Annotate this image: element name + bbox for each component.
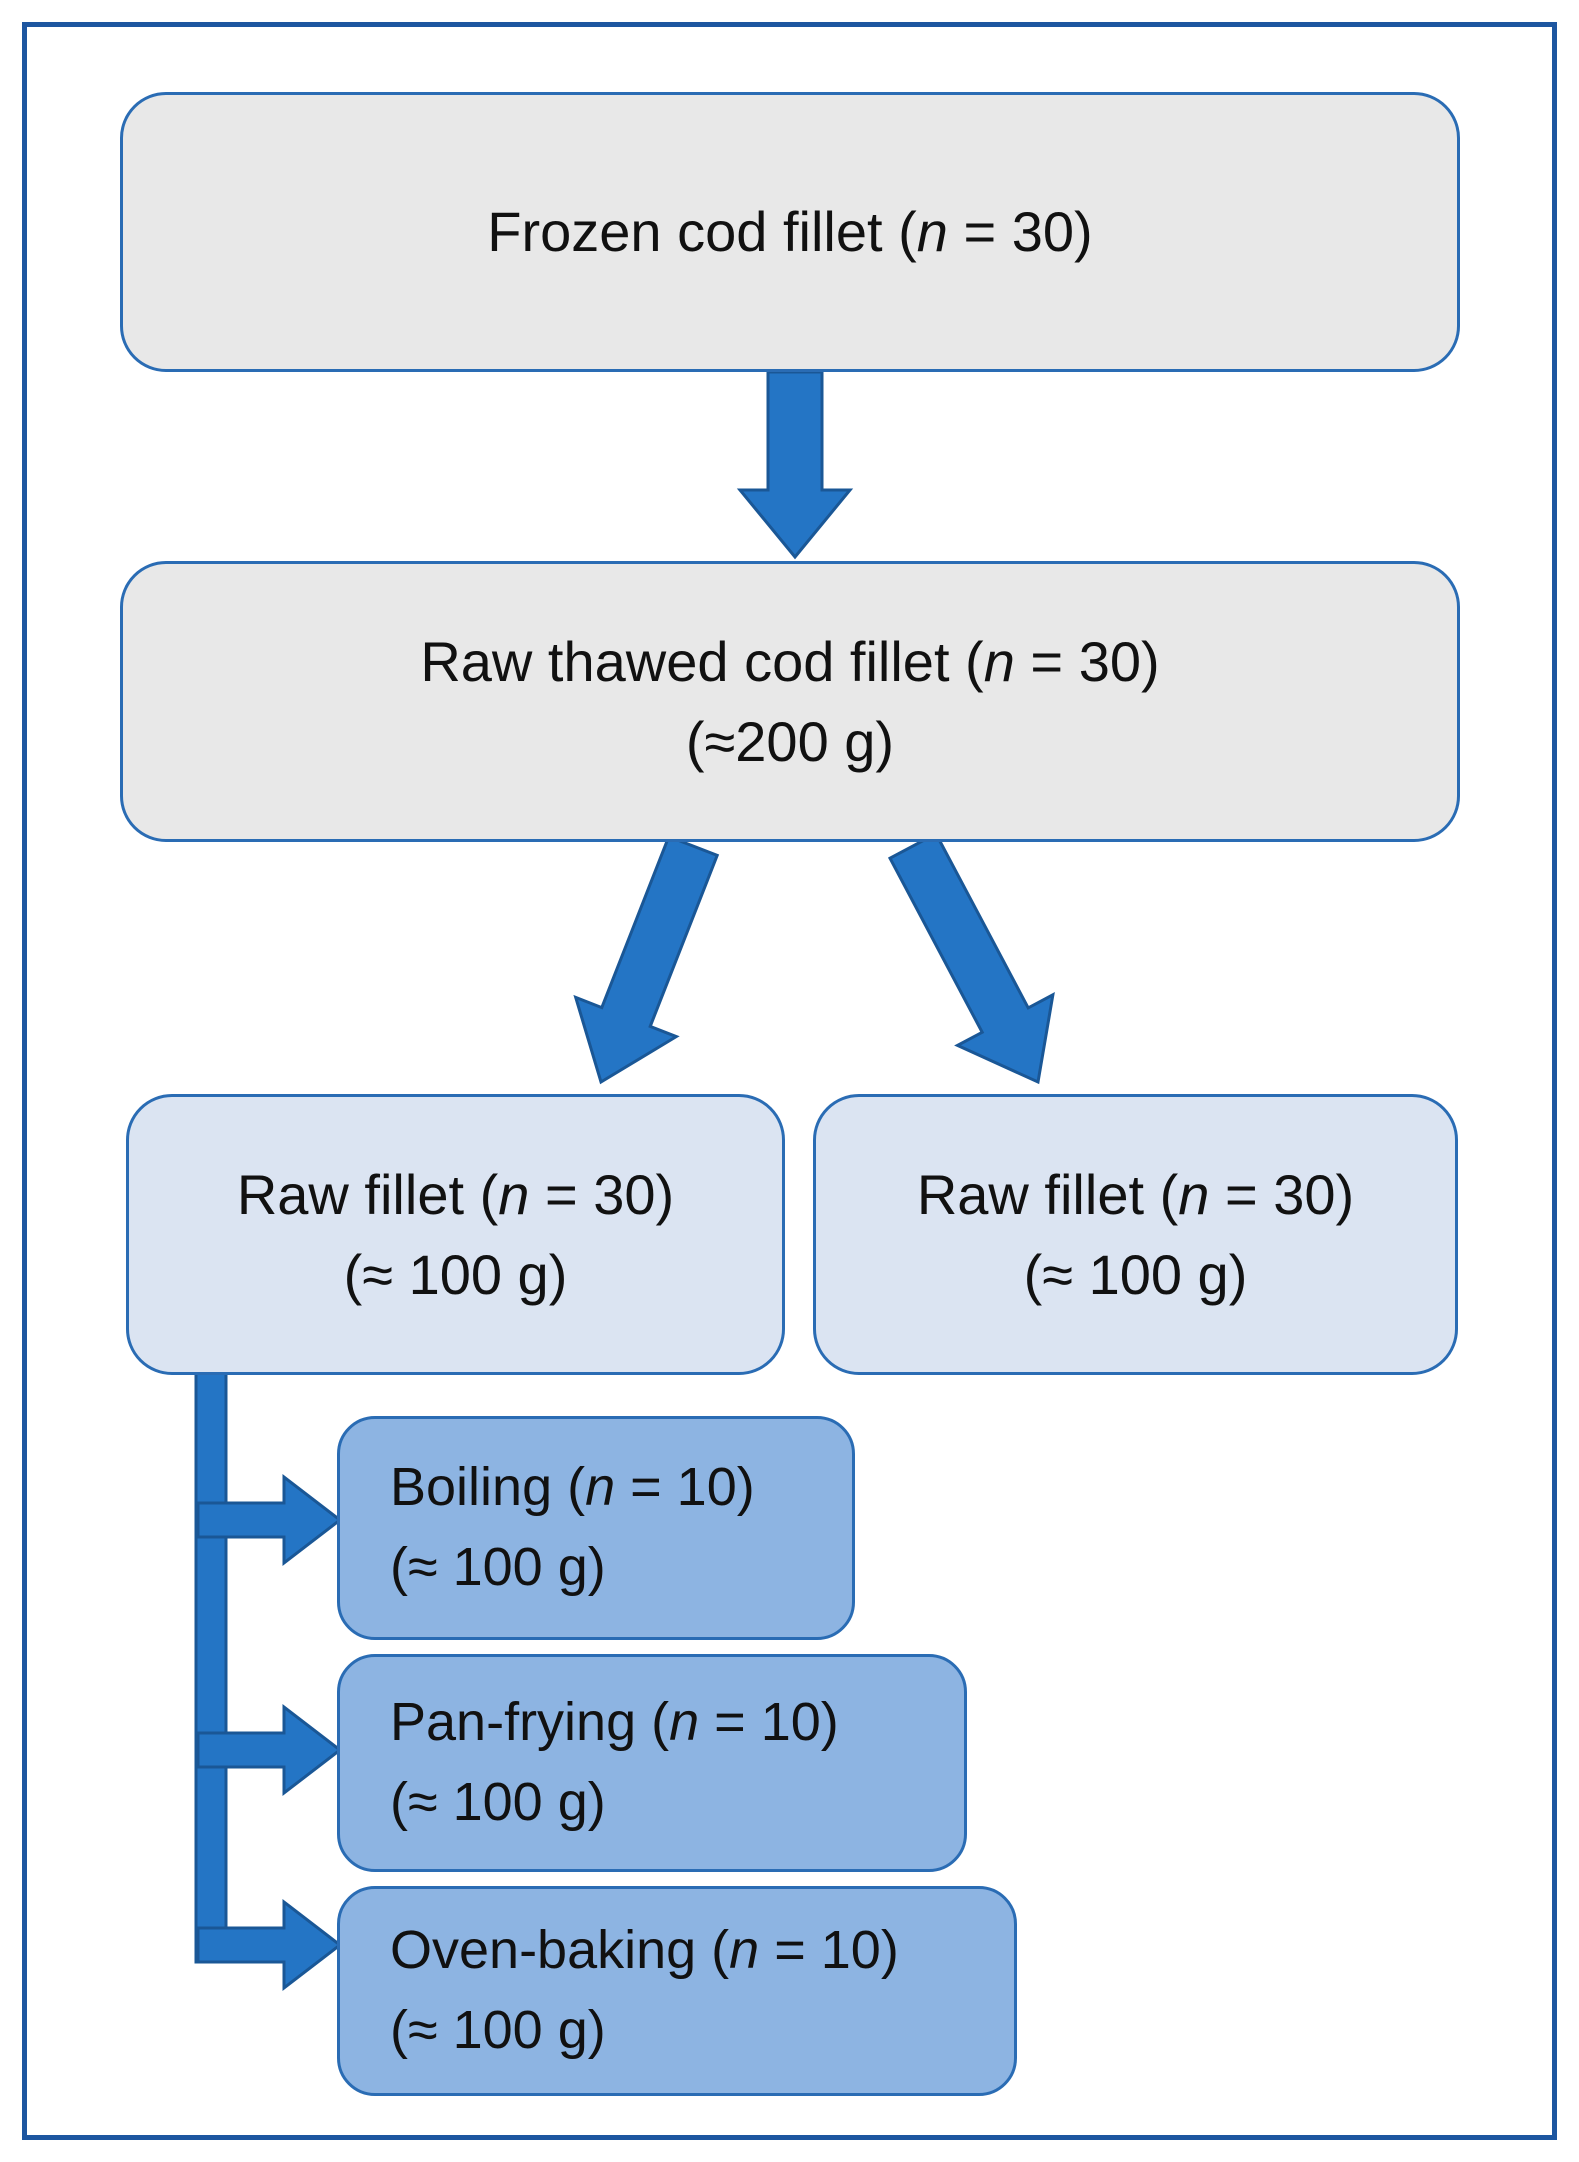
connector-vertical-bar: [194, 1358, 228, 1964]
arrow-down-icon: [736, 370, 854, 560]
node-text-line: Pan-frying (n = 10): [390, 1692, 839, 1753]
arrow-branch-pan-frying-icon: [196, 1703, 343, 1797]
node-text-line: (≈ 100 g): [390, 2000, 606, 2060]
node-text-line: Oven-baking (n = 10): [390, 1920, 899, 1981]
node-text-line: (≈ 100 g): [343, 1242, 568, 1306]
arrow-branch-boiling-icon: [196, 1473, 343, 1567]
node-boiling: Boiling (n = 10) (≈ 100 g): [337, 1416, 855, 1640]
arrow-diagonal-right-icon: [887, 831, 1055, 1085]
node-text-line: (≈ 100 g): [1023, 1242, 1248, 1306]
node-text-line: Boiling (n = 10): [390, 1457, 755, 1518]
arrow-diagonal-left-icon: [573, 834, 720, 1085]
node-raw-thawed-cod-fillet: Raw thawed cod fillet (n = 30) (≈200 g): [120, 561, 1460, 842]
node-text-line: (≈ 100 g): [390, 1537, 606, 1597]
node-text-line: (≈200 g): [685, 709, 895, 773]
node-text-line: Raw fillet (n = 30): [916, 1162, 1355, 1226]
arrow-branch-oven-baking-icon: [196, 1898, 343, 1992]
node-text-line: (≈ 100 g): [390, 1772, 606, 1832]
node-pan-frying: Pan-frying (n = 10) (≈ 100 g): [337, 1654, 967, 1872]
node-raw-fillet-left: Raw fillet (n = 30) (≈ 100 g): [126, 1094, 785, 1375]
node-text-line: Raw fillet (n = 30): [236, 1162, 675, 1226]
figure-border: [22, 22, 1557, 2140]
node-raw-fillet-right: Raw fillet (n = 30) (≈ 100 g): [813, 1094, 1458, 1375]
node-oven-baking: Oven-baking (n = 10) (≈ 100 g): [337, 1886, 1017, 2096]
node-text-line: Raw thawed cod fillet (n = 30): [420, 629, 1160, 693]
node-text-line: Frozen cod fillet (n = 30): [487, 200, 1093, 264]
node-frozen-cod-fillet: Frozen cod fillet (n = 30): [120, 92, 1460, 372]
